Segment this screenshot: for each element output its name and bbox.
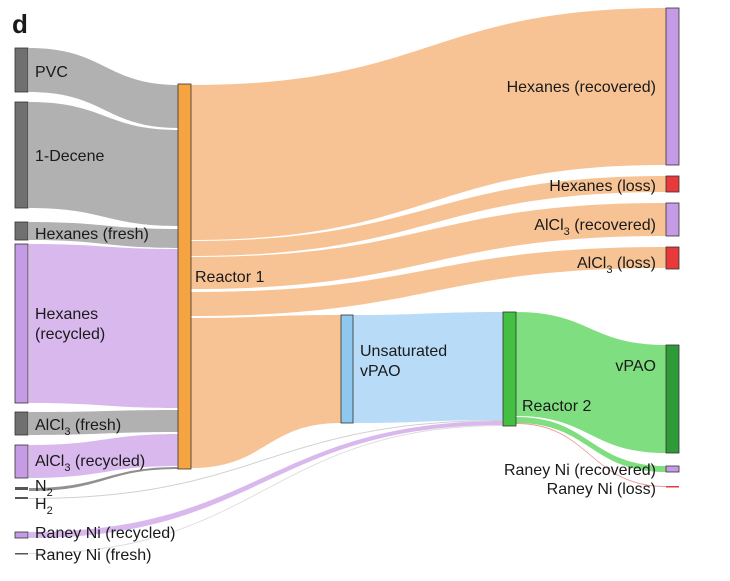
label-reactor2: Reactor 2 xyxy=(522,398,591,415)
node-raney-recovered xyxy=(665,465,680,473)
node-raney-recycled xyxy=(14,531,29,539)
labels: PVC 1-Decene Hexanes (fresh) Hexanes (re… xyxy=(35,64,656,564)
label-decene: 1-Decene xyxy=(35,148,104,165)
node-reactor1 xyxy=(177,83,192,470)
flow-hexrecycled-reactor1 xyxy=(29,244,179,408)
node-hex-loss xyxy=(665,175,680,193)
node-alcl3-recycled xyxy=(14,444,29,479)
flows xyxy=(29,8,666,554)
label-hex-recycled-line2: (recycled) xyxy=(35,326,105,343)
node-decene xyxy=(14,101,29,209)
flow-reactor1-alcl3recovered xyxy=(191,203,666,289)
label-alcl3-loss: AlCl3 (loss) xyxy=(577,255,656,276)
flow-alcl3fresh-reactor1 xyxy=(29,410,179,435)
label-alcl3-recycled: AlCl3 (recycled) xyxy=(35,453,145,474)
label-raney-fresh: Raney Ni (fresh) xyxy=(35,547,151,564)
label-raney-loss: Raney Ni (loss) xyxy=(547,481,656,498)
node-hex-recovered xyxy=(665,7,680,166)
flow-reactor1-hexloss xyxy=(191,176,666,256)
node-raney-fresh xyxy=(15,553,28,555)
label-pvc: PVC xyxy=(35,64,68,81)
node-alcl3-fresh xyxy=(14,411,29,436)
label-hex-loss: Hexanes (loss) xyxy=(549,178,656,195)
label-raney-recovered: Raney Ni (recovered) xyxy=(504,462,656,479)
node-unsat xyxy=(340,314,354,424)
label-alcl3-recovered: AlCl3 (recovered) xyxy=(534,217,656,238)
label-hex-recycled-line1: Hexanes xyxy=(35,306,98,323)
flow-hexfresh-reactor1 xyxy=(29,222,179,248)
label-unsat-line1: Unsaturated xyxy=(360,343,447,360)
flow-reactor1-unsat xyxy=(191,315,341,468)
label-vpao: vPAO xyxy=(615,358,656,375)
flow-reactor2-vpao xyxy=(516,312,666,453)
flow-reactor1-hexrecovered xyxy=(191,8,666,240)
flow-raneyrecycled-reactor2 xyxy=(29,421,504,538)
label-hex-recovered: Hexanes (recovered) xyxy=(507,79,656,96)
panel-label: d xyxy=(12,9,28,39)
flow-pvc-reactor1 xyxy=(29,48,179,128)
flow-n2-reactor1 xyxy=(29,467,179,491)
label-unsat-line2: vPAO xyxy=(360,363,401,380)
node-n2 xyxy=(15,487,28,490)
flow-h2-reactor2 xyxy=(29,420,504,499)
node-pvc xyxy=(14,47,29,93)
node-alcl3-loss xyxy=(665,246,680,270)
node-hex-fresh xyxy=(14,221,29,241)
label-alcl3-fresh: AlCl3 (fresh) xyxy=(35,417,121,438)
node-raney-loss xyxy=(666,486,679,488)
node-vpao xyxy=(665,344,680,454)
node-h2 xyxy=(15,497,28,499)
label-h2: H2 xyxy=(35,496,53,517)
node-alcl3-recovered xyxy=(665,202,680,237)
label-reactor1: Reactor 1 xyxy=(195,269,264,286)
flow-alcl3recycled-reactor1 xyxy=(29,434,179,478)
flow-reactor1-alcl3loss xyxy=(191,247,666,316)
flow-unsat-reactor2 xyxy=(353,312,504,423)
label-n2: N2 xyxy=(35,478,53,499)
node-hex-recycled xyxy=(14,243,29,404)
nodes xyxy=(14,7,680,555)
flow-reactor2-raneyrecovered xyxy=(516,417,666,472)
flow-decene-reactor1 xyxy=(29,102,179,226)
label-hex-fresh: Hexanes (fresh) xyxy=(35,226,149,243)
label-raney-recycled: Raney Ni (recycled) xyxy=(35,525,175,542)
node-reactor2 xyxy=(502,311,517,427)
